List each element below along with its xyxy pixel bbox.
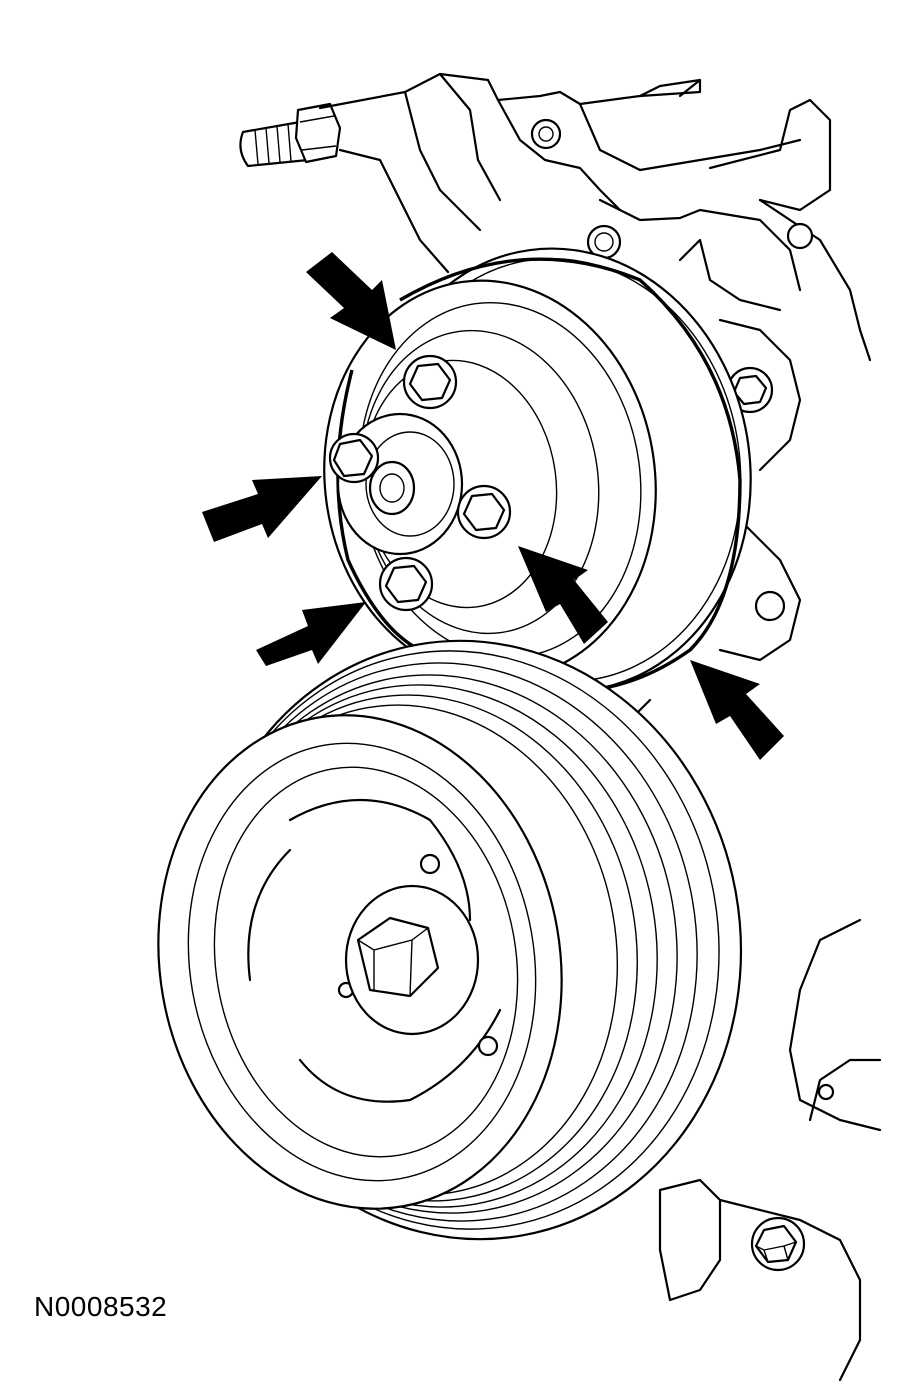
pulley-bolt-right xyxy=(456,484,512,540)
pulley-bolt-left xyxy=(328,432,380,484)
arrow-bolt-bottom xyxy=(256,602,366,666)
arrow-bolt-left xyxy=(202,476,322,542)
arrow-bolt-right xyxy=(518,546,608,644)
block-bolt-upper xyxy=(586,224,622,260)
callout-arrows xyxy=(202,252,784,760)
block-bolt-lower xyxy=(750,1216,806,1272)
crankshaft-pulley xyxy=(157,639,743,1241)
water-pump-pulley xyxy=(323,247,752,694)
pulley-bolt-top xyxy=(402,354,458,410)
arrow-pulley-rim xyxy=(690,660,784,760)
figure-id-label: N0008532 xyxy=(34,1291,168,1322)
engine-front-cover xyxy=(239,72,872,722)
mounting-stud xyxy=(239,102,342,168)
crankshaft-bolt xyxy=(344,884,480,1036)
oil-pan-corner xyxy=(658,918,882,1382)
pulley-bolt-bottom xyxy=(378,556,434,612)
arrow-bolt-top xyxy=(306,252,396,350)
